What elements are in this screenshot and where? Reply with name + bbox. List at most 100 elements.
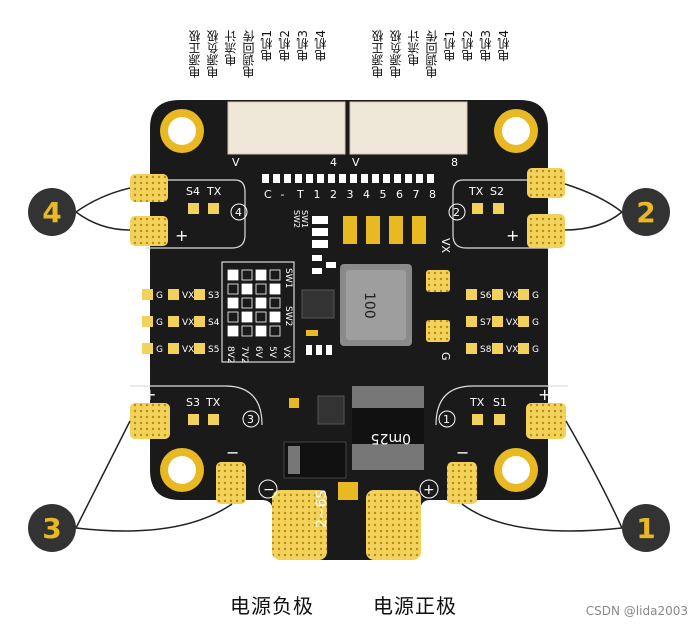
pin-pad <box>262 174 269 183</box>
pin-pad <box>339 174 346 183</box>
servo-pad <box>194 343 205 354</box>
pin-label: 5 <box>380 188 387 201</box>
servo-pad <box>142 343 153 354</box>
left-v-mark: V <box>232 156 240 169</box>
switch-cell <box>241 297 253 309</box>
switch-cell <box>269 311 281 323</box>
pin-label: 8 <box>429 188 436 201</box>
voltage-label: VX <box>281 346 291 358</box>
connector-right <box>349 101 468 155</box>
callout-1 <box>622 504 670 552</box>
switch-cell <box>255 325 267 337</box>
switch-cell <box>269 297 281 309</box>
servo-label: S3 <box>208 291 219 301</box>
svg-text:4: 4 <box>42 196 61 229</box>
servo-pad <box>194 289 205 300</box>
tl-signal-pad <box>188 203 199 214</box>
corner-curve-bottom-right <box>435 385 568 426</box>
pin-label: - <box>281 188 285 201</box>
switch-cell <box>241 269 253 281</box>
pin-label: 7 <box>413 188 420 201</box>
corner-curve-bottom-left <box>130 385 263 426</box>
pin-pad <box>383 174 390 183</box>
servo-label: G <box>532 291 539 301</box>
switch-cell <box>255 269 267 281</box>
sw1-table-label: SW1 <box>283 268 293 288</box>
servo-label: VX <box>506 291 518 301</box>
pad-br-1 <box>526 403 566 439</box>
voltage-switch-table <box>227 269 281 337</box>
battery-range: 2~6S <box>314 489 330 528</box>
servo-label: S6 <box>480 291 492 301</box>
servo-pad <box>168 343 179 354</box>
tl-tx: TX <box>206 185 222 198</box>
side-g-label: G <box>439 352 452 361</box>
mount-hole <box>494 109 538 153</box>
tl-tx-pad <box>208 203 219 214</box>
pin-pad <box>295 174 302 183</box>
corner-curve-top-right <box>452 179 553 249</box>
pin-pad <box>372 174 379 183</box>
pad-tl-1 <box>130 174 168 202</box>
sw1-label: SW1 <box>300 210 309 228</box>
mount-hole <box>160 109 204 153</box>
switch-cell <box>255 311 267 323</box>
pin-label: 1 <box>314 188 321 201</box>
caption-negative: 电源负极 <box>230 594 314 618</box>
tr-signal: S2 <box>490 185 504 198</box>
sw2-table-label: SW2 <box>283 306 293 326</box>
servo-label: VX <box>506 345 518 355</box>
tl-number: 4 <box>235 206 242 219</box>
switch-cell <box>227 325 239 337</box>
servo-pad <box>142 289 153 300</box>
power-pad-positive <box>366 490 421 560</box>
mount-hole <box>160 448 204 492</box>
br-minus: − <box>456 443 469 462</box>
callout-2 <box>622 188 670 236</box>
servo-label: G <box>156 318 163 328</box>
servo-pad <box>518 343 529 354</box>
watermark: CSDN @lida2003 <box>585 604 688 618</box>
tr-tx: TX <box>468 185 484 198</box>
pin-pad <box>427 174 434 183</box>
servo-label: G <box>532 318 539 328</box>
inductor-value: 100 <box>361 292 377 319</box>
servo-pad <box>194 316 205 327</box>
servo-pad <box>168 289 179 300</box>
connector-left <box>227 101 346 155</box>
servo-pad <box>492 316 503 327</box>
br-signal: S1 <box>493 396 507 409</box>
pin-pad <box>273 174 280 183</box>
sw2-label: SW2 <box>292 210 301 228</box>
g-pad <box>426 320 450 342</box>
pad-bl-1 <box>130 403 170 439</box>
servo-label: S5 <box>208 345 219 355</box>
pad-bl-2 <box>216 462 246 504</box>
vx-pad <box>426 270 450 292</box>
pin-pad <box>361 174 368 183</box>
callout-3 <box>28 504 76 552</box>
tl-signal: S4 <box>186 185 200 198</box>
switch-cell <box>241 283 253 295</box>
servo-label: G <box>156 291 163 301</box>
pin-pad <box>306 174 313 183</box>
switch-cell <box>227 269 239 281</box>
br-number: 1 <box>443 413 450 426</box>
tr-plus: + <box>506 226 519 245</box>
pad-tr-1 <box>527 168 565 198</box>
servo-label: S7 <box>480 318 491 328</box>
pin-label: 3 <box>347 188 354 201</box>
bl-tx: TX <box>205 396 221 409</box>
servo-pad <box>466 289 477 300</box>
servo-pad <box>466 343 477 354</box>
switch-cell <box>227 283 239 295</box>
left-num-mark: 4 <box>330 156 337 169</box>
servo-pad <box>168 316 179 327</box>
servo-label: VX <box>182 291 194 301</box>
tr-number: 2 <box>453 206 460 219</box>
switch-cell <box>255 283 267 295</box>
switch-cell <box>269 283 281 295</box>
svg-text:1: 1 <box>636 512 655 545</box>
